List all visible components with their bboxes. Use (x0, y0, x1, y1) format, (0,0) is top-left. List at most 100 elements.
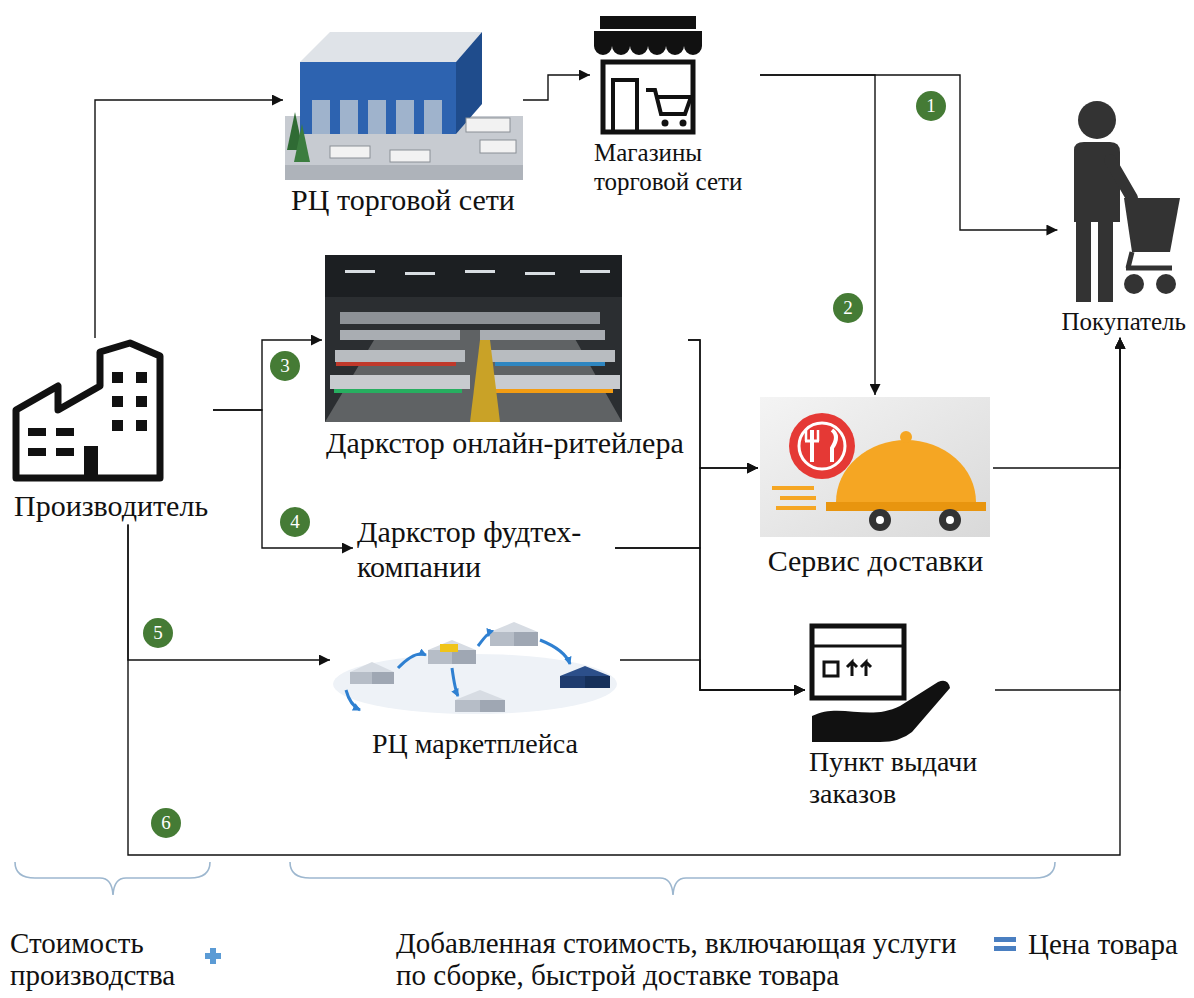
warehouse-picture (312, 100, 330, 134)
node-caption: Сервис доставки (764, 543, 988, 580)
pickup-node: Пункт выдачи заказов (805, 620, 995, 811)
producer-icon (136, 396, 147, 407)
warehouse-picture (285, 32, 523, 180)
flow-arrow (760, 75, 1057, 230)
cost-note: Добавленная стоимость, включающая услуги… (396, 928, 986, 992)
darkstore-photo (405, 272, 435, 275)
producer-icon (56, 428, 74, 436)
node-caption: Даркстор онлайн-ритейлера (322, 425, 688, 462)
node-caption: Пункт выдачи заказов (805, 745, 995, 811)
flow-arrow (688, 340, 758, 468)
darkstore-node: Даркстор онлайн-ритейлера (322, 253, 688, 462)
pickup-icon (812, 626, 904, 698)
darkstore-photo (325, 255, 622, 297)
delivery-icon (780, 496, 816, 500)
buyer-node: Покупатель (1057, 92, 1190, 338)
darkstore-photo (465, 270, 495, 273)
flow-arrow (615, 468, 758, 548)
marketplace-picture (428, 650, 452, 664)
callout-number: 5 (143, 618, 173, 648)
flow-arrow (128, 525, 330, 661)
delivery-icon (760, 397, 990, 537)
darkstore-photo (325, 255, 622, 422)
delivery-icon (805, 430, 808, 441)
node-caption: Магазины торговой сети (590, 138, 760, 198)
marketplace-picture (452, 668, 458, 696)
darkstore-photo (336, 362, 456, 366)
producer-icon (136, 372, 147, 383)
node-caption: Производитель (10, 488, 212, 525)
producer-icon (16, 343, 160, 478)
store-icon (594, 16, 702, 132)
store-icon (662, 120, 669, 127)
marketplace-node: РЦ маркетплейса (330, 603, 620, 761)
cost-brackets (290, 862, 1055, 895)
warehouse-picture (390, 150, 430, 162)
warehouse-picture (330, 146, 370, 158)
flow-arrow (995, 338, 1120, 690)
buyer-icon (1124, 274, 1144, 294)
node-caption: Покупатель (1057, 307, 1190, 338)
icon-slot (805, 620, 950, 745)
marketplace-picture (478, 634, 488, 646)
warehouse-node: РЦ торговой сети (283, 22, 523, 219)
producer-icon (84, 446, 98, 478)
darkstore-photo (340, 312, 600, 324)
darkstore-photo (325, 330, 622, 422)
store-icon (680, 120, 687, 127)
equals-sign (994, 937, 1016, 942)
darkstore-photo (495, 389, 613, 393)
marketplace-picture (372, 672, 394, 684)
icon-slot (758, 395, 993, 543)
flow-arrow (95, 100, 283, 338)
callout-number: 1 (916, 91, 946, 121)
delivery-icon (836, 440, 976, 502)
callout-number: 4 (280, 507, 310, 537)
delivery-icon (810, 430, 814, 462)
producer-icon (56, 448, 74, 456)
delivery-icon (817, 430, 820, 441)
buyer-icon (1098, 218, 1113, 302)
store-icon (613, 80, 637, 132)
producer-icon (112, 372, 123, 383)
callout-number: 2 (833, 293, 863, 323)
buyer-icon (1078, 101, 1116, 139)
price-note: Цена товара (1028, 929, 1178, 961)
warehouse-picture (340, 100, 358, 134)
producer-icon (16, 343, 160, 478)
producer-icon (112, 420, 123, 431)
node-caption: Даркстор фудтех-компании (353, 514, 615, 585)
darkstore-photo (334, 389, 462, 393)
warehouse-picture (424, 100, 442, 134)
darkstore-photo (470, 340, 500, 422)
icon-slot (10, 338, 170, 488)
darkstore-photo (325, 255, 622, 422)
icon-slot (322, 253, 622, 425)
node-caption: РЦ маркетплейса (368, 727, 582, 761)
marketplace-picture (440, 644, 458, 652)
pickup-icon (824, 662, 838, 676)
icon-slot (283, 22, 523, 182)
delivery-icon (760, 397, 990, 537)
producer-node: Производитель (10, 338, 213, 525)
callout-number: 6 (151, 808, 181, 838)
delivery-icon (826, 502, 986, 511)
darkstore-node: Даркстор фудтех-компании (353, 514, 615, 585)
icon-slot (330, 603, 620, 727)
cost-note: Стоимость производства (10, 928, 210, 992)
store-node: Магазины торговой сети (590, 12, 760, 198)
marketplace-picture (560, 676, 585, 688)
warehouse-picture (300, 32, 482, 62)
buyer-icon (1076, 218, 1091, 302)
flow-arrow (523, 75, 590, 100)
pickup-icon (812, 626, 950, 742)
marketplace-picture (480, 700, 505, 712)
store-icon (646, 90, 691, 114)
buyer-icon (1110, 160, 1132, 198)
producer-icon (112, 396, 123, 407)
cost-brackets (15, 862, 1055, 895)
marketplace-picture (452, 650, 476, 664)
equals-sign (994, 946, 1016, 951)
delivery-icon (876, 516, 884, 524)
